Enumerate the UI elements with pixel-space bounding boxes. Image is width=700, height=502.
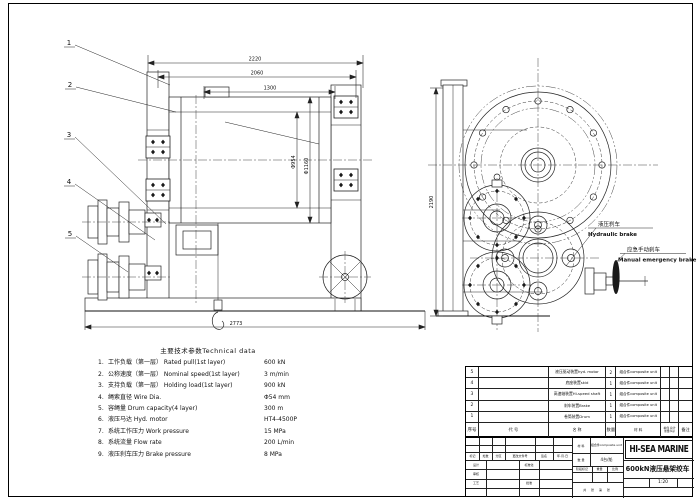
bom-weight-header: 单件 总计 重量(kg): [661, 422, 680, 438]
rev-header-sign: 签名: [540, 454, 547, 458]
rev-header-date: 年.月.日: [557, 454, 568, 458]
scale-label: 比例: [611, 467, 618, 471]
sign-approve: 批准: [525, 481, 532, 486]
sign-check: 审核: [472, 471, 479, 476]
company-logo: HI-SEA MARINE: [629, 444, 689, 455]
callout-1: 1: [67, 39, 71, 47]
gearbox-housing: [175, 95, 219, 305]
title-block: 标记 处数 分区 更改文件号 签名 年.月.日 设计 标准化 审核 工艺 批准 …: [465, 437, 694, 498]
bom-header-row: 序号 代 号 名 称 数量 材 料 单件 总计 重量(kg) 备注: [466, 422, 692, 438]
brake-assembly: [584, 260, 648, 295]
dim-inner-width: 2060: [251, 71, 264, 77]
drum-side-circles: [458, 85, 618, 245]
bearing-block: [334, 96, 358, 118]
bearing-block: [146, 136, 170, 158]
hydraulic-motor-lower: [463, 251, 531, 325]
rev-header-mark: 标记: [469, 454, 476, 458]
dim-drum-length: 1300: [264, 86, 277, 92]
front-view-dimensions: 2220 2060 1300 Φ954 Φ1160 2773: [84, 55, 426, 330]
rev-header-zone: 分区: [495, 454, 502, 458]
technical-data-table: 主要技术参数Technical data 1.工作负载（第一层） Rated p…: [98, 346, 318, 460]
dim-overall-width: 2220: [249, 57, 262, 63]
material-label: 材 料: [577, 443, 585, 448]
bearing-block: [146, 179, 170, 201]
rev-header-docno: 更改文件号: [512, 454, 528, 458]
technical-data-title: 主要技术参数Technical data: [160, 347, 256, 355]
dim-base-length: 2773: [230, 321, 243, 327]
manual-brake-label-cn: 应急手动刹车: [627, 246, 661, 254]
stage-label: 阶段标记: [575, 467, 588, 471]
part-callouts: 1 2 3 4 5: [64, 39, 177, 273]
callout-3: 3: [67, 131, 71, 139]
bom-row: 4 底座装置skid 1 组合件composite unit: [466, 378, 692, 390]
hydraulic-brake-label-en: Hydraulic brake: [588, 232, 637, 238]
tech-row: 3.支持负载（第一层） Holding load(1st layer)900 k…: [98, 382, 286, 390]
sign-standardization: 标准化: [524, 462, 534, 467]
bom-row: 1 卷筒装置Drum 1 组合件composite unit: [466, 411, 692, 423]
base-skid: [84, 297, 362, 312]
tech-row: 2.公称速度（第一层） Nominal speed(1st layer)3 m/…: [98, 370, 289, 378]
bom-row: 5 液压驱动装置hyd. motor 2 组合件composite unit: [466, 367, 692, 379]
scale-value: 1:20: [657, 480, 669, 485]
drawing-border-frame: [8, 3, 693, 497]
warping-head: [319, 251, 371, 311]
hydraulic-brake-label-cn: 液压刹车: [598, 220, 621, 228]
dim-flange-diameter: Φ1160: [304, 158, 310, 175]
manual-brake-handwheel: [612, 260, 620, 294]
brake-labels: 液压刹车 Hydraulic brake 应急手动刹车 Manual emerg…: [565, 220, 697, 267]
rope-lead-line: [224, 121, 320, 145]
company-logo-box: HI-SEA MARINE: [625, 440, 693, 459]
bom-row: 3 高速轴装置Hi-speed shaft 1 组合件composite uni…: [466, 389, 692, 401]
callout-5: 5: [68, 230, 72, 238]
dim-drum-diameter: Φ954: [291, 155, 297, 168]
gear-train-unit-upper: [82, 199, 172, 245]
sheet-count-label: 共 张 第 张: [583, 488, 612, 492]
sign-process: 工艺: [472, 481, 479, 486]
quantity-label: 数 量: [577, 457, 585, 462]
material-value: 组合件composite unit: [590, 442, 623, 447]
hydraulic-motor-upper: [463, 173, 531, 252]
rev-header-count: 处数: [482, 454, 489, 458]
dim-height: 2190: [429, 196, 435, 209]
quantity-value: 4台/船: [600, 456, 613, 462]
tech-row: 4.绳索直径 Wire Dia.Φ54 mm: [98, 393, 290, 401]
bom-row: 2 刹车装置Brake 1 组合件composite unit: [466, 400, 692, 412]
callout-2: 2: [68, 81, 72, 89]
tech-row: 1.工作负载（第一层） Rated pull(1st layer)600 kN: [98, 359, 286, 367]
hydraulic-brake-leader: [565, 227, 597, 267]
manual-brake-leader: [613, 253, 626, 265]
gear-train-unit-lower: [82, 253, 172, 301]
callout-4: 4: [67, 178, 72, 186]
bill-of-materials: 5 液压驱动装置hyd. motor 2 组合件composite unit 4…: [465, 366, 693, 438]
side-view: 2190 液压刹车 Hydraulic brake 应急手动刹车 Manual …: [428, 58, 697, 332]
manual-brake-label-en: Manual emergency brake: [618, 258, 697, 264]
sign-design: 设计: [472, 462, 479, 467]
tech-row: 5.容绳量 Drum capacity(4 layer)300 m: [98, 405, 284, 413]
drawing-title: 600kN液压悬架绞车: [625, 465, 690, 473]
front-view: [82, 71, 425, 330]
weight-label: 重量: [596, 467, 603, 471]
bearing-block: [334, 169, 358, 191]
